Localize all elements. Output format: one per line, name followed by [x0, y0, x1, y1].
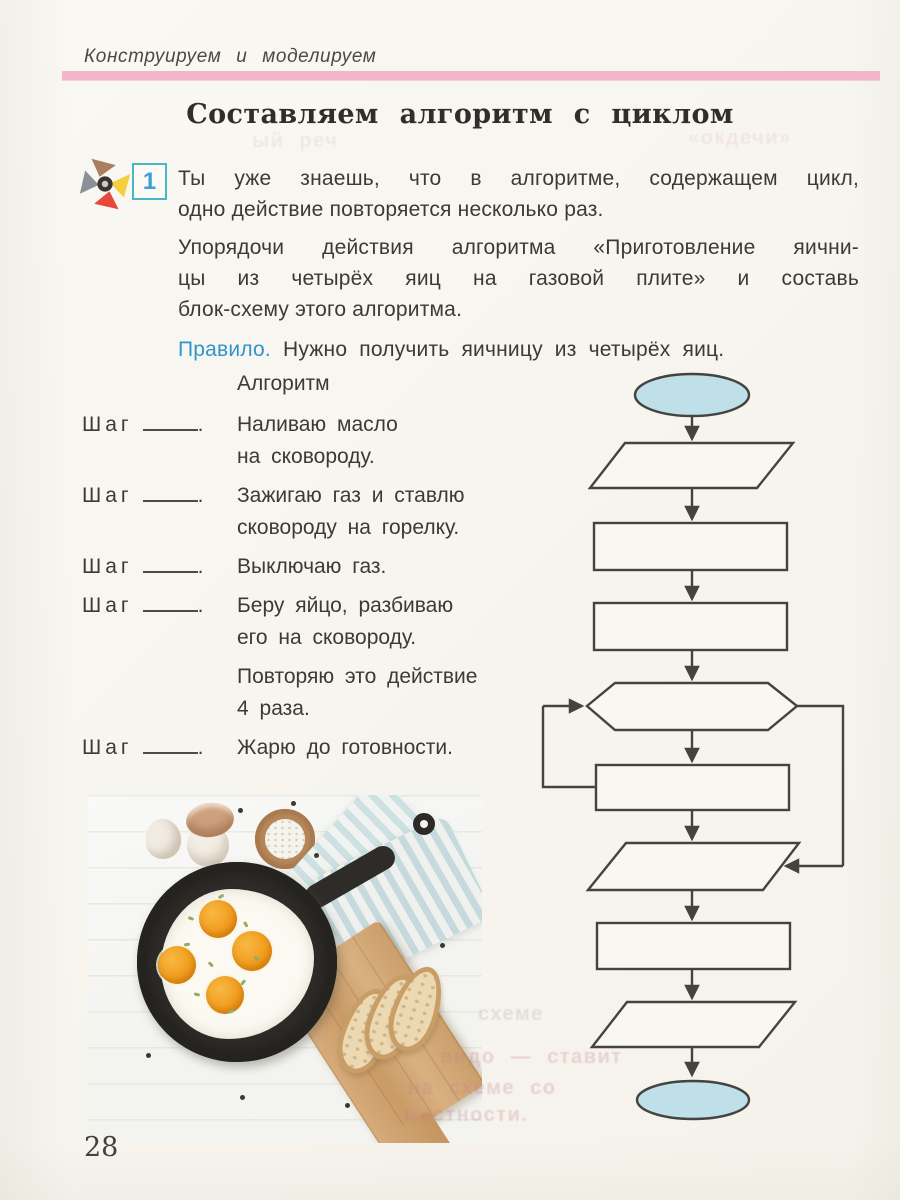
peppercorn	[146, 1053, 151, 1058]
egg-yolk	[199, 900, 237, 938]
peppercorn	[240, 1095, 245, 1100]
flowchart-loop-hexagon[interactable]	[585, 681, 799, 732]
intro-line: Ты уже знаешь, что в алгоритме, содержащ…	[178, 167, 859, 190]
step-row: Шаг. Жарю до готовности.	[82, 732, 562, 764]
bleed-through-text: «окдечи»	[688, 127, 792, 149]
step-text-line: сковороду на горелку.	[237, 516, 460, 539]
header-divider	[62, 71, 880, 80]
page-title: Составляем алгоритм с циклом	[186, 99, 734, 130]
step-word: Шаг	[82, 555, 133, 578]
instruction-line: Упорядочи действия алгоритма «Приготовле…	[178, 236, 859, 259]
flowchart-process-3[interactable]	[595, 921, 792, 971]
task-instruction-paragraph: Упорядочи действия алгоритма «Приготовле…	[178, 232, 859, 325]
flowchart-io-parallelogram-1[interactable]	[587, 441, 796, 490]
step-text-line: Наливаю масло	[237, 413, 398, 436]
step-text: Беру яйцо, разбиваю его на сковороду.	[237, 590, 542, 654]
step-text: Жарю до готовности.	[237, 732, 542, 764]
step-row: Шаг. Зажигаю газ и ставлю сковороду на г…	[82, 480, 562, 544]
algorithm-steps: Шаг. Наливаю масло на сковороду. Шаг. За…	[82, 409, 562, 771]
towel-hanging-ring	[413, 813, 435, 835]
bleed-through-text: на схеме со	[408, 1077, 557, 1099]
rule-text: Нужно получить яичницу из четырёх яиц.	[283, 338, 725, 361]
flowchart-io-parallelogram-2[interactable]	[585, 841, 802, 892]
egg-yolk	[206, 976, 244, 1014]
step-suffix: .	[197, 484, 204, 507]
step-text-line: на сковороду.	[237, 445, 375, 468]
page-number: 28	[84, 1132, 119, 1163]
peppercorn	[440, 943, 445, 948]
flowchart-loop-body[interactable]	[594, 763, 791, 812]
step-text-line: Беру яйцо, разбиваю	[237, 594, 454, 617]
step-number-blank[interactable]	[142, 553, 198, 573]
step-text-line: 4 раза.	[237, 697, 310, 720]
rule-label: Правило.	[178, 338, 271, 361]
peppercorn	[291, 801, 296, 806]
intro-line: одно действие повторяется несколько раз.	[178, 198, 604, 221]
bleed-through-text: схеме	[478, 1003, 544, 1025]
pinwheel-icon	[79, 158, 131, 210]
step-text: Зажигаю газ и ставлю сковороду на горелк…	[237, 480, 542, 544]
bleed-through-text: местности.	[404, 1104, 529, 1126]
step-text-line: Повторяю это действие	[237, 665, 478, 688]
running-header: Конструируем и моделируем	[84, 46, 377, 67]
eggshell	[140, 814, 186, 864]
step-number-blank[interactable]	[142, 482, 198, 502]
fried-eggs-photo	[88, 795, 482, 1143]
loop-exit-line	[797, 704, 845, 866]
step-row: Шаг. Выключаю газ.	[82, 551, 562, 583]
step-number-blank[interactable]	[142, 592, 198, 612]
step-text-line: Жарю до готовности.	[237, 736, 453, 759]
step-word: Шаг	[82, 484, 133, 507]
step-text: Выключаю газ.	[237, 551, 542, 583]
step-row: Шаг. Наливаю масло на сковороду.	[82, 409, 562, 473]
flowchart-end-oval	[635, 1079, 751, 1121]
loop-back-line	[541, 706, 596, 789]
flowchart-start-oval	[633, 372, 751, 418]
step-suffix: .	[197, 594, 204, 617]
peppercorn	[238, 808, 243, 813]
step-text-line: Зажигаю газ и ставлю	[237, 484, 465, 507]
bleed-through-text: видо — ставит	[440, 1046, 623, 1068]
step-word: Шаг	[82, 736, 133, 759]
flowchart	[541, 372, 845, 1121]
step-suffix: .	[197, 413, 204, 436]
flowchart-process-2[interactable]	[592, 601, 789, 652]
flowchart-process-1[interactable]	[592, 521, 789, 572]
task-intro-paragraph: Ты уже знаешь, что в алгоритме, содержащ…	[178, 163, 859, 225]
flowchart-io-parallelogram-3[interactable]	[589, 1000, 798, 1049]
step-label: Шаг.	[82, 409, 237, 473]
bleed-through-text: ый реч	[252, 130, 339, 152]
peppercorn	[314, 853, 319, 858]
step-text: Повторяю это действие 4 раза.	[237, 661, 542, 725]
egg-yolk	[158, 946, 196, 984]
peppercorn	[345, 1103, 350, 1108]
instruction-line: блок-схему этого алгоритма.	[178, 298, 463, 321]
step-number-blank[interactable]	[142, 411, 198, 431]
step-suffix: .	[197, 736, 204, 759]
egg-yolk	[232, 931, 272, 971]
step-row-repeat-note: Повторяю это действие 4 раза.	[82, 661, 562, 725]
step-text-line: его на сковороду.	[237, 626, 417, 649]
task-text: Ты уже знаешь, что в алгоритме, содержащ…	[178, 163, 859, 365]
step-label: Шаг.	[82, 480, 237, 544]
instruction-line: цы из четырёх яиц на газовой плите» и со…	[178, 267, 859, 290]
step-row: Шаг. Беру яйцо, разбиваю его на сковород…	[82, 590, 562, 654]
algorithm-heading: Алгоритм	[237, 372, 330, 395]
step-label: Шаг.	[82, 551, 237, 583]
step-word: Шаг	[82, 413, 133, 436]
step-word: Шаг	[82, 594, 133, 617]
step-label: Шаг.	[82, 590, 237, 654]
step-suffix: .	[197, 555, 204, 578]
step-text: Наливаю масло на сковороду.	[237, 409, 542, 473]
task-number-badge: 1	[132, 163, 167, 200]
step-label: Шаг.	[82, 732, 237, 764]
step-number-blank[interactable]	[142, 734, 198, 754]
rule-line: Правило. Нужно получить яичницу из четыр…	[178, 334, 859, 365]
step-text-line: Выключаю газ.	[237, 555, 387, 578]
step-label-empty	[82, 661, 237, 725]
